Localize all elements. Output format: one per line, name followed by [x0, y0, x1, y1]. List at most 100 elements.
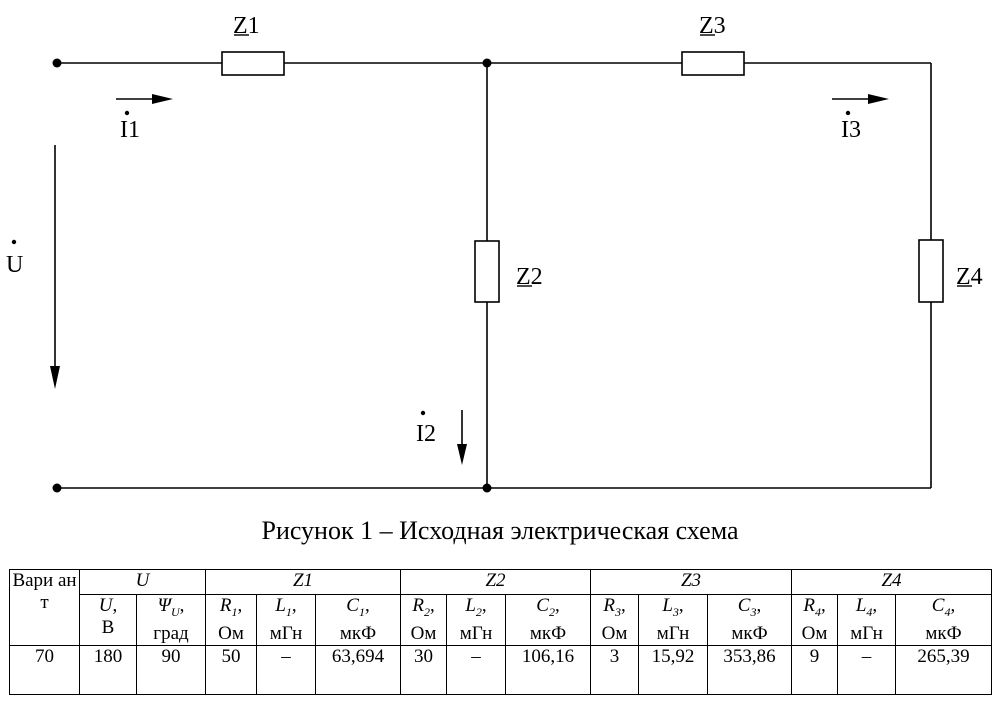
table-cell: 9 — [791, 644, 839, 695]
header-group-z2: Z2 — [400, 569, 592, 595]
resistor-z1 — [221, 51, 285, 76]
arrow-u-head — [50, 366, 60, 389]
subheader-cell: L4,мГн — [837, 594, 897, 646]
node-bottom-left — [52, 483, 62, 493]
param-unit: мГн — [459, 622, 493, 644]
header-variant: Вари ант — [9, 569, 80, 646]
resistor-z2 — [474, 240, 500, 303]
table-cell: 70 — [9, 644, 80, 695]
param-symbol: L — [465, 595, 476, 616]
label-z3: Z3 — [699, 13, 726, 39]
param-symbol: R — [412, 595, 424, 616]
subheader-cell: C3,мкФ — [707, 594, 793, 646]
node-top-mid — [482, 58, 492, 68]
param-index: 2 — [548, 604, 555, 619]
subheader-cell: L1,мГн — [256, 594, 317, 646]
table-cell: 15,92 — [638, 644, 709, 695]
subheader-cell: L3,мГн — [638, 594, 709, 646]
param-symbol: C — [536, 595, 549, 616]
param-symbol: C — [346, 595, 359, 616]
label-u: U — [6, 252, 23, 278]
param-symbol: C — [931, 595, 945, 616]
param-symbol: R — [803, 595, 815, 616]
subheader-cell: R3,Ом — [590, 594, 640, 646]
param-index: 3 — [672, 604, 679, 619]
label-i1: I1 — [120, 117, 140, 143]
param-index: 1 — [231, 604, 238, 619]
param-symbol: Ψ — [157, 595, 171, 616]
arrow-i2-head — [457, 444, 467, 465]
subheader-cell: C2,мкФ — [505, 594, 592, 646]
param-unit: мкФ — [731, 622, 768, 644]
node-bottom-mid — [482, 483, 492, 493]
subheader-cell: R2,Ом — [400, 594, 448, 646]
label-z1: Z1 — [233, 13, 260, 39]
header-group-z4: Z4 — [791, 569, 993, 595]
param-symbol: R — [219, 595, 232, 616]
param-unit: Ом — [801, 622, 828, 644]
table-cell: 353,86 — [707, 644, 793, 695]
param-index: 3 — [750, 604, 757, 619]
node-top-left — [52, 58, 62, 68]
param-index: 1 — [358, 604, 365, 619]
param-index: 4 — [866, 604, 873, 619]
param-symbol: C — [737, 595, 751, 616]
label-z2: Z2 — [516, 264, 543, 290]
param-unit: град — [153, 622, 189, 644]
param-unit: мГн — [656, 622, 690, 644]
param-unit: мкФ — [925, 622, 962, 644]
param-index: 4 — [944, 604, 951, 619]
table-cell: 63,694 — [315, 644, 402, 695]
table-cell: – — [837, 644, 897, 695]
label-z4: Z4 — [956, 264, 983, 290]
arrow-i1-head — [152, 94, 173, 104]
param-symbol: L — [855, 595, 867, 616]
param-unit: Ом — [218, 622, 244, 644]
figure-caption: Рисунок 1 – Исходная электрическая схема — [261, 516, 739, 545]
table-cell: – — [256, 644, 317, 695]
subheader-cell: C4,мкФ — [895, 594, 993, 646]
param-index: 4 — [814, 604, 821, 619]
param-unit: Ом — [601, 622, 628, 644]
param-symbol: L — [662, 595, 673, 616]
subheader-cell: L2,мГн — [446, 594, 507, 646]
subheader-cell: U,В — [79, 594, 137, 646]
header-group-z1: Z1 — [205, 569, 402, 595]
param-symbol: L — [275, 595, 286, 616]
header-group-u: U — [78, 569, 207, 595]
param-index: 2 — [423, 604, 430, 619]
arrow-i3-head — [868, 94, 889, 104]
param-unit: В — [101, 617, 115, 638]
subheader-cell: ΨU,град — [135, 594, 207, 646]
param-symbol: R — [603, 595, 615, 616]
table-cell: – — [446, 644, 507, 695]
header-group-z3: Z3 — [590, 569, 793, 595]
subheader-cell: C1,мкФ — [315, 594, 402, 646]
param-symbol: U — [98, 595, 113, 616]
param-unit: Ом — [410, 622, 437, 644]
table-cell: 106,16 — [505, 644, 592, 695]
label-i2: I2 — [416, 421, 436, 447]
param-unit: мГн — [269, 622, 303, 644]
table-cell: 30 — [400, 644, 448, 695]
table-cell: 180 — [79, 644, 137, 695]
table-cell: 90 — [135, 644, 207, 695]
resistor-z4 — [918, 239, 944, 303]
param-unit: мкФ — [529, 622, 567, 644]
param-index: 1 — [285, 604, 292, 619]
table-cell: 265,39 — [895, 644, 993, 695]
param-unit: мГн — [850, 622, 883, 644]
param-unit: мкФ — [339, 622, 377, 644]
table-group-row: Вари ант U Z1 Z2 Z3 Z4 — [9, 569, 993, 646]
resistor-z3 — [681, 51, 745, 76]
table-cell: 50 — [205, 644, 258, 695]
circuit-diagram: Z1 Z3 Z2 Z4 I1 I3 I2 U — [6, 13, 983, 493]
table-cell: 3 — [590, 644, 640, 695]
label-i3: I3 — [841, 117, 861, 143]
param-index: 3 — [614, 604, 621, 619]
param-index: 2 — [475, 604, 482, 619]
subheader-cell: R1,Ом — [205, 594, 258, 646]
